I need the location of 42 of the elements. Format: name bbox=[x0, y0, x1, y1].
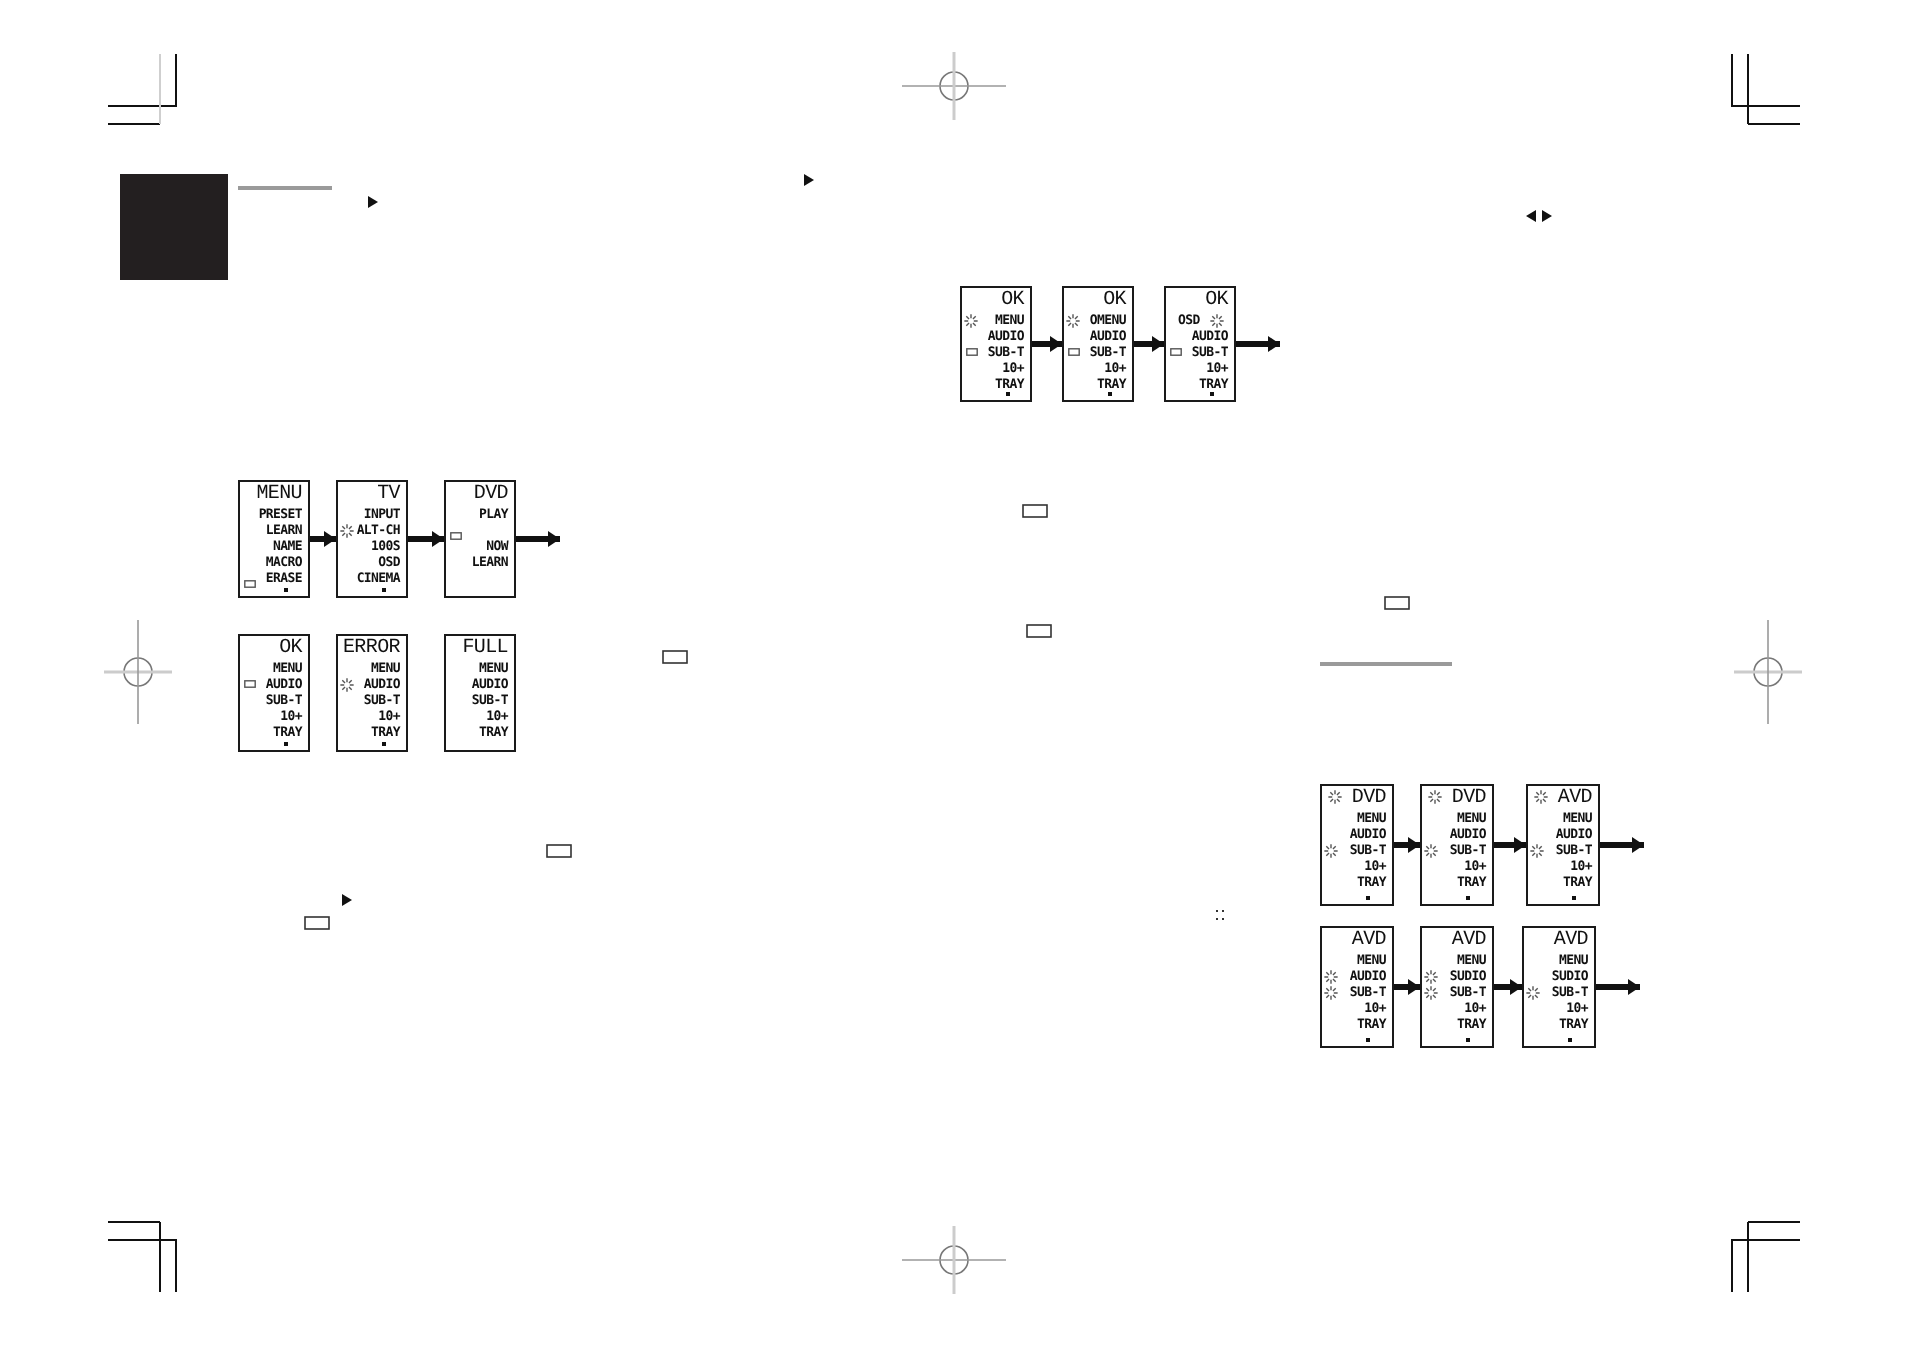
arrow bbox=[1494, 979, 1522, 995]
lcd-screen bbox=[960, 286, 1032, 402]
screen-title: OK bbox=[1103, 290, 1126, 312]
lcd-screen bbox=[1526, 784, 1600, 906]
lcd-screen bbox=[444, 634, 516, 752]
screen-title: ERROR bbox=[342, 638, 400, 660]
lcd-screen bbox=[1320, 784, 1394, 906]
lcd-screen bbox=[238, 634, 310, 752]
lcd-screen bbox=[1062, 286, 1134, 402]
screen-title: AVD bbox=[1553, 930, 1588, 952]
lcd-screen bbox=[1420, 926, 1494, 1048]
lcd-screen bbox=[1320, 926, 1394, 1048]
arrow bbox=[1394, 837, 1420, 853]
screen-title: OK bbox=[1001, 290, 1024, 312]
arrow bbox=[1596, 979, 1640, 995]
lcd-screen bbox=[444, 480, 516, 598]
screen-title: TV bbox=[377, 484, 400, 506]
screen-title: DVD bbox=[473, 484, 508, 506]
arrow bbox=[516, 531, 560, 547]
screen-title: DVD bbox=[1351, 788, 1386, 810]
screen-title: OK bbox=[1205, 290, 1228, 312]
lcd-screen bbox=[336, 634, 408, 752]
lcd-screen bbox=[1522, 926, 1596, 1048]
arrow bbox=[1600, 837, 1644, 853]
lcd-screen bbox=[1420, 784, 1494, 906]
arrow bbox=[310, 531, 336, 547]
screen-title: AVD bbox=[1351, 930, 1386, 952]
arrow bbox=[1236, 336, 1280, 352]
arrow bbox=[1032, 336, 1062, 352]
screen-title: DVD bbox=[1451, 788, 1486, 810]
screen-title: MENU bbox=[256, 484, 302, 506]
arrow bbox=[408, 531, 444, 547]
arrow bbox=[1494, 837, 1526, 853]
screen-title: OK bbox=[279, 638, 302, 660]
screen-title: FULL bbox=[462, 638, 508, 660]
arrow bbox=[1134, 336, 1164, 352]
lcd-screen bbox=[336, 480, 408, 598]
lcd-screen bbox=[1164, 286, 1236, 402]
lcd-screen bbox=[238, 480, 310, 598]
screen-title: AVD bbox=[1557, 788, 1592, 810]
arrow bbox=[1394, 979, 1420, 995]
screen-title: AVD bbox=[1451, 930, 1486, 952]
